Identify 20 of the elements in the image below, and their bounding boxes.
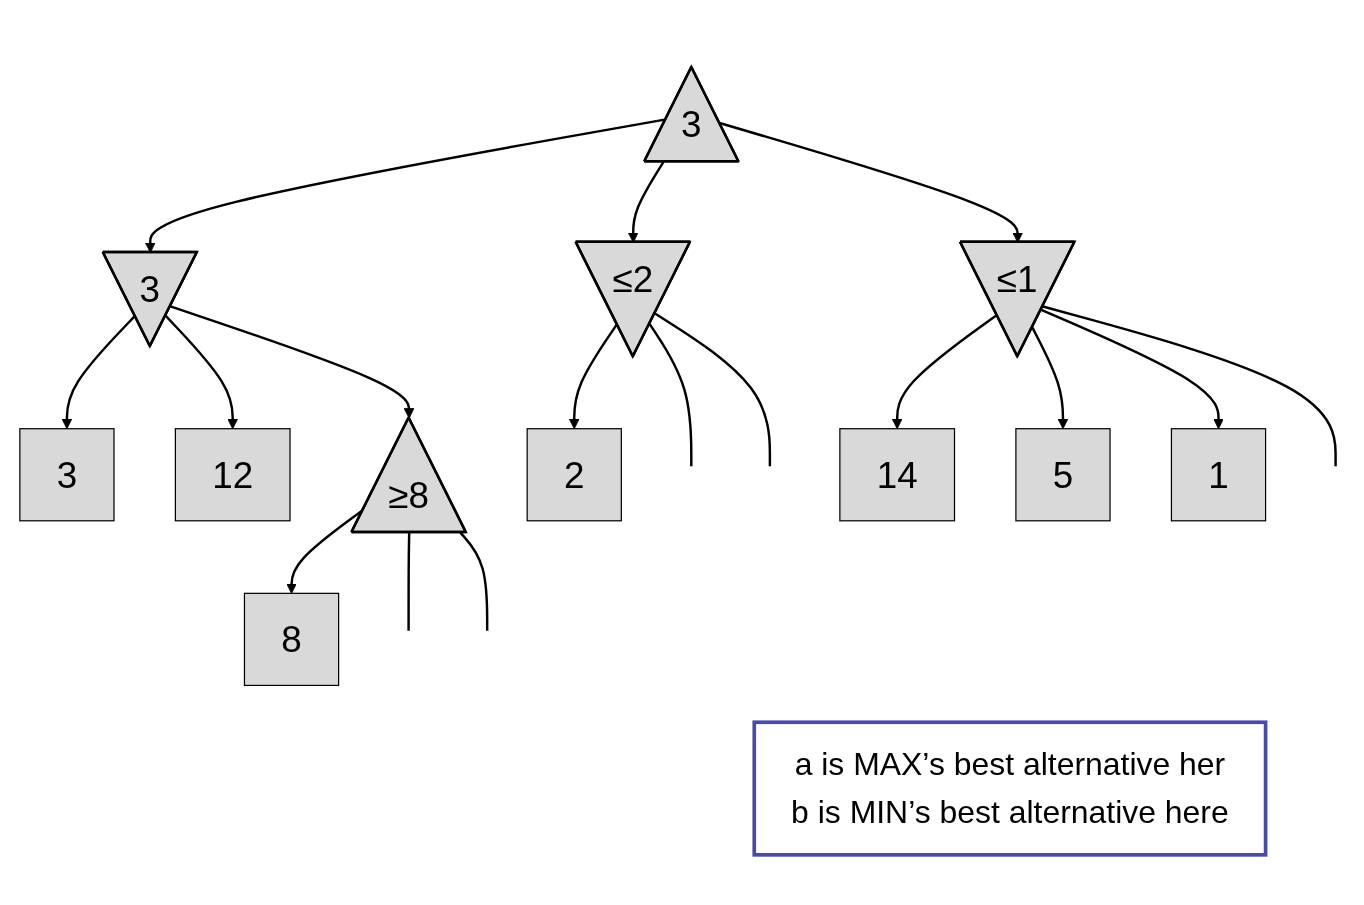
connector <box>648 323 693 467</box>
connector <box>1042 305 1337 467</box>
node-box: 14 <box>839 428 956 522</box>
arrow <box>568 323 619 430</box>
connector <box>407 532 411 631</box>
arrow <box>1040 308 1224 430</box>
arrow <box>891 313 998 430</box>
node-box: 1 <box>1170 428 1267 522</box>
arrow <box>1031 327 1069 430</box>
node-box: a is MAX’s best alternative her b is MIN’s best alternative here <box>752 720 1268 857</box>
node-box: 2 <box>526 428 622 522</box>
node-box: 3 <box>19 428 115 522</box>
node-box: 12 <box>174 428 291 522</box>
connector <box>654 312 772 467</box>
connector <box>459 531 489 631</box>
arrow <box>164 315 239 430</box>
node-box: 8 <box>243 592 340 686</box>
node-box: 5 <box>1015 428 1111 522</box>
arrow <box>170 305 415 419</box>
arrow <box>61 315 136 430</box>
